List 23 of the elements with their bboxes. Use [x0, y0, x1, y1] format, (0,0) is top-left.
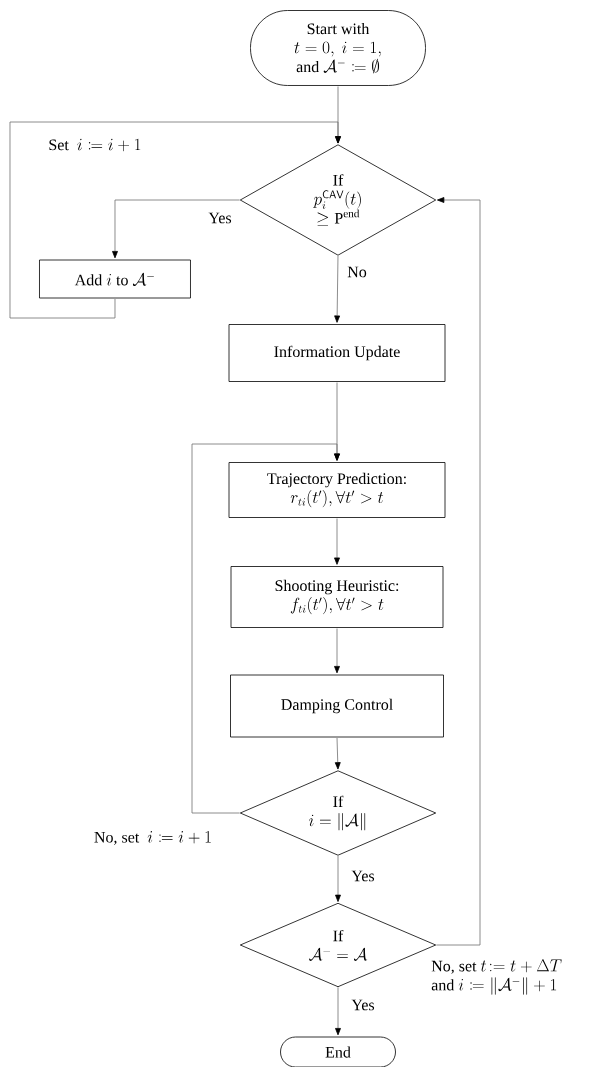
edge-label: Yes	[350, 869, 376, 883]
arrow	[335, 986, 341, 1036]
terminal-box: Start with $t = 0,\ i = 1,$ $\text{and } \mathcal{A}^{-} \coloneqq \emptyset$	[250, 10, 426, 86]
terminal-box: End	[280, 1036, 396, 1067]
arrow	[435, 197, 481, 946]
process-box: $\text{Add } i \text{ to } \mathcal{A}^{-}$	[39, 259, 191, 299]
process-box: Trajectory Prediction: $r_{ti}(t'), \forall t' > t$	[228, 462, 446, 518]
arrow	[334, 255, 341, 323]
arrow	[334, 518, 340, 565]
edge-label: Yes	[207, 211, 233, 225]
arrow	[112, 199, 241, 259]
edge-label: No	[346, 265, 368, 279]
arrow	[334, 737, 341, 770]
arrow	[334, 628, 340, 674]
arrow	[9, 121, 341, 319]
edge-label: $\text{No, set }\ i \coloneqq i + 1$	[92, 830, 214, 846]
process-box: Damping Control	[230, 674, 444, 738]
process-box: Information Update	[228, 324, 446, 382]
process-box: Shooting Heuristic: $f_{ti}(t'), \forall t' > t$	[230, 566, 444, 628]
arrow	[335, 855, 341, 902]
arrow	[191, 443, 340, 814]
edge-label: $\text{Set }\ i \coloneqq i + 1$	[47, 137, 143, 153]
edge-label: Yes	[350, 998, 376, 1012]
